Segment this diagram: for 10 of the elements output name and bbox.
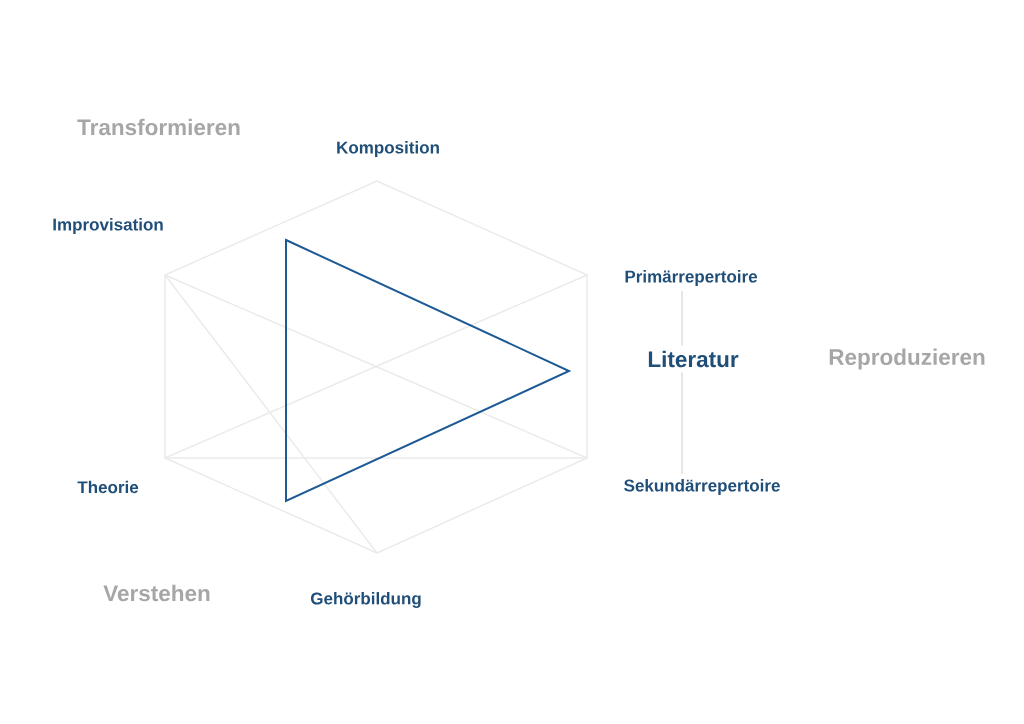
axis-label: Improvisation xyxy=(53,218,163,234)
category-label: Verstehen xyxy=(103,584,210,602)
topic-label: Literatur xyxy=(648,350,739,368)
axis-label: Theorie xyxy=(77,480,139,494)
category-label: Transformieren xyxy=(77,118,240,136)
category-label: Reproduzieren xyxy=(829,348,985,370)
axis-label: Gehörbildung xyxy=(311,592,421,608)
axis-label: Sekundärrepertoire xyxy=(624,479,780,495)
axis-label: Komposition xyxy=(337,141,439,157)
axis-label: Primärrepertoire xyxy=(625,270,758,286)
